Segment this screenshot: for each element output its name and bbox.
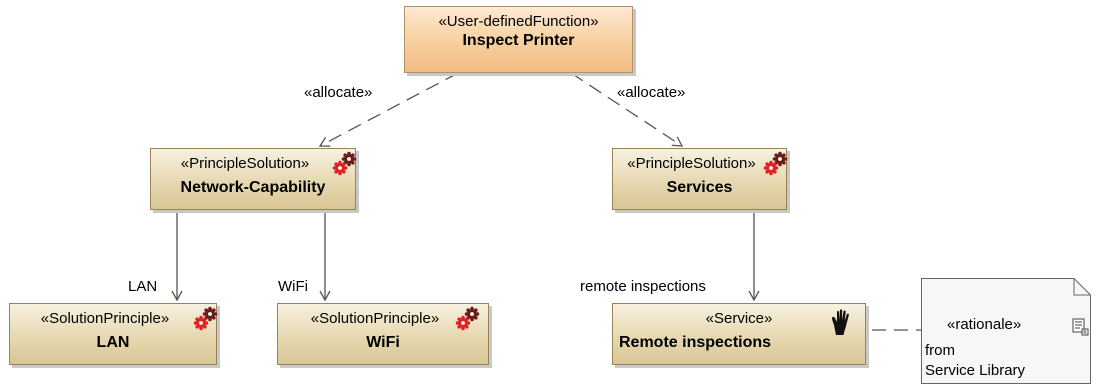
allocate-label-right: «allocate» [617, 84, 686, 101]
gears-icon [193, 306, 218, 331]
lan-node[interactable]: «SolutionPrinciple» LAN [9, 303, 218, 365]
wifi-edge-label: WiFi [278, 278, 308, 295]
node-stereotype: «PrincipleSolution» [627, 155, 756, 172]
node-name: Inspect Printer [462, 32, 575, 49]
document-icon: R [1072, 318, 1089, 336]
lan-edge-label: LAN [128, 278, 158, 295]
note-stereotype: «rationale» [947, 316, 1022, 333]
network-capability-node[interactable]: «PrincipleSolution» Network-Capability [150, 148, 357, 210]
gears-icon [455, 306, 480, 331]
remote-edge-label: remote inspections [580, 278, 706, 295]
services-node[interactable]: «PrincipleSolution» Services [612, 148, 788, 210]
node-name: Network-Capability [180, 179, 326, 196]
allocate-label-left: «allocate» [304, 84, 373, 101]
node-stereotype: «Service» [705, 310, 773, 327]
node-stereotype: «SolutionPrinciple» [310, 310, 440, 327]
note-shape [921, 278, 1091, 384]
node-name: WiFi [366, 334, 400, 351]
inspect-printer-node[interactable]: «User-definedFunction» Inspect Printer [404, 6, 633, 73]
wifi-node[interactable]: «SolutionPrinciple» WiFi [277, 303, 489, 365]
node-stereotype: «SolutionPrinciple» [40, 310, 170, 327]
node-stereotype: «User-definedFunction» [438, 13, 599, 30]
gears-icon [763, 151, 788, 176]
node-name: Remote inspections [619, 334, 772, 351]
hand-icon [832, 309, 849, 335]
gears-icon [332, 151, 357, 176]
note-line-1: from [925, 342, 955, 359]
node-name: LAN [96, 334, 130, 351]
note-line-2: Service Library [925, 362, 1026, 379]
remote-inspections-node[interactable]: «Service» Remote inspections [612, 303, 866, 365]
node-name: Services [666, 179, 733, 196]
node-stereotype: «PrincipleSolution» [180, 155, 310, 172]
allocate-edge-right[interactable] [570, 72, 684, 147]
allocate-edge-left[interactable] [318, 72, 459, 147]
svg-text:R: R [1083, 330, 1087, 336]
rationale-note[interactable]: «rationale» R from Service Library [921, 278, 1091, 384]
